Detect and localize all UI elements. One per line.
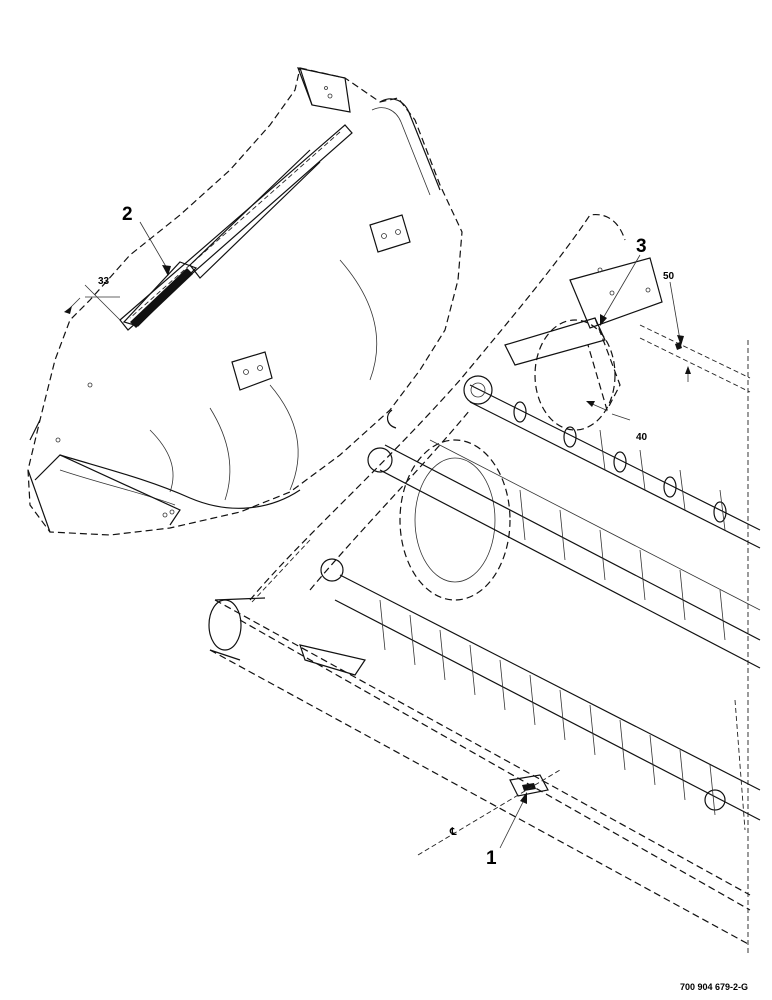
reel-tines bbox=[379, 429, 726, 816]
rear-shaft-rollers bbox=[513, 401, 727, 523]
callout-1: 1 bbox=[486, 848, 497, 869]
part-2-strip bbox=[130, 268, 193, 328]
callout-2: 2 bbox=[122, 204, 133, 225]
drawing-number: 700 904 679-2-G bbox=[680, 982, 748, 992]
upper-panel bbox=[27, 67, 463, 536]
dimension-40: 40 bbox=[636, 432, 648, 443]
centerline-symbol: ℄ bbox=[449, 827, 457, 838]
callout-3: 3 bbox=[636, 236, 647, 257]
leader-2 bbox=[139, 221, 169, 271]
centerline bbox=[417, 769, 561, 856]
leader-3 bbox=[601, 254, 641, 321]
dimension-33: 33 bbox=[98, 276, 110, 287]
leader-1 bbox=[499, 797, 526, 849]
lower-assembly bbox=[208, 213, 761, 955]
dimension-50: 50 bbox=[663, 271, 675, 282]
